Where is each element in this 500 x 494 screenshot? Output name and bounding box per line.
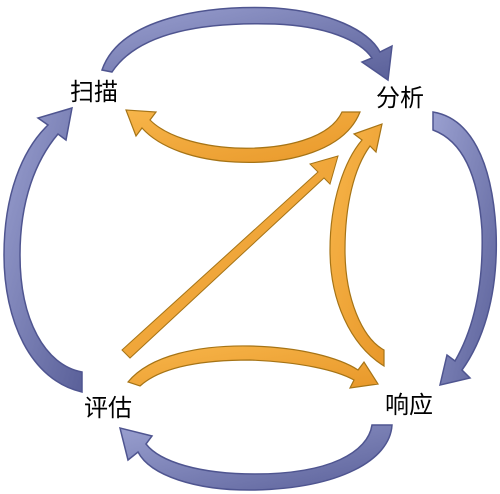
node-label-assess: 评估 [84,394,132,422]
node-label-scan: 扫描 [70,78,118,106]
outer-arrow-scan-to-analyze [101,6,393,82]
inner-arrow-assess-to-respond [126,345,380,389]
outer-arrow-assess-to-scan [3,106,83,393]
inner-arrow-respond-to-analyze [329,123,385,368]
inner-arrow-analyze-to-scan [125,109,361,163]
node-label-analyze: 分析 [376,84,424,112]
outer-arrow-analyze-to-respond [432,111,498,387]
node-label-respond: 响应 [385,391,433,419]
outer-arrow-respond-to-assess [118,424,393,491]
inner-arrow-assess-to-analyze [121,155,339,359]
